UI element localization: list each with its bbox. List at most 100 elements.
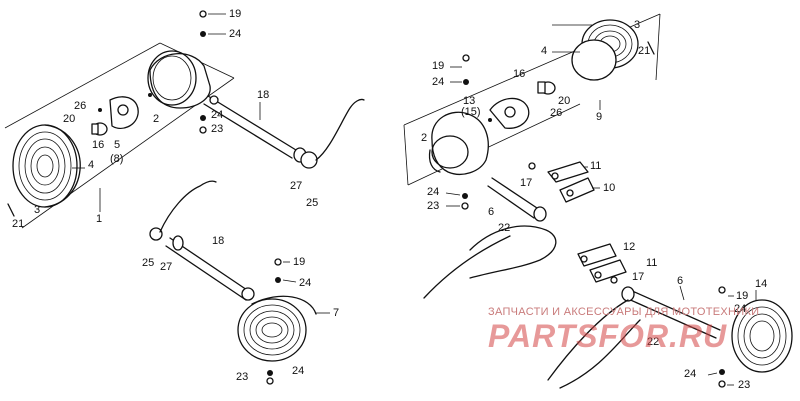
washer-24b (200, 115, 206, 121)
turn-signal-lens-rear-left (237, 295, 317, 362)
housing-2 (147, 50, 211, 109)
bolt-19d (718, 286, 726, 294)
grommet-17a (528, 162, 536, 170)
callout: 18 (212, 235, 225, 247)
callout: 23 (236, 371, 249, 383)
washer-24h (719, 369, 725, 375)
callout: 19 (736, 290, 749, 302)
callout: 21 (12, 218, 25, 230)
callout: 23 (738, 379, 751, 391)
callout: 24 (229, 28, 242, 40)
callout: 18 (257, 89, 270, 101)
gasket-4 (571, 39, 617, 81)
callout: 24 (427, 186, 440, 198)
callout: 25 (142, 257, 155, 269)
callout: 11 (590, 160, 602, 172)
callout: 3 (34, 204, 41, 216)
callout: 4 (88, 159, 95, 171)
callout: 9 (596, 111, 603, 123)
callout: 22 (647, 336, 660, 348)
bolt-19c (462, 54, 470, 62)
wire-f (559, 319, 641, 389)
watermark-logo: PARTSFOR.RU (488, 318, 728, 354)
turn-signal-lens-front-left (12, 124, 81, 208)
callout: 2 (153, 113, 160, 125)
callout: 24 (432, 76, 445, 88)
callout: 26 (74, 100, 87, 112)
callout: 16 (92, 139, 105, 151)
callout: 24 (211, 109, 224, 121)
watermark-tagline: ЗАПЧАСТИ И АКСЕССУАРЫ ДЛЯ МОТОТЕХНИКИ (488, 306, 760, 318)
nut-23c (461, 202, 469, 210)
callout: 23 (427, 200, 440, 212)
callout: 27 (160, 261, 173, 273)
bulb-16b (537, 81, 556, 95)
wire-d (423, 235, 511, 299)
callout: 25 (306, 197, 319, 209)
bolt-19b (274, 258, 282, 266)
wire-b (159, 180, 217, 233)
callout: 6 (677, 275, 684, 287)
stay-6a (487, 177, 547, 222)
callout: 6 (488, 206, 495, 218)
callout: 4 (541, 45, 548, 57)
callout: (15) (461, 106, 481, 118)
callout: (8) (110, 153, 124, 165)
washer-24e (463, 79, 469, 85)
callout: 12 (623, 241, 636, 253)
callout: 19 (432, 60, 445, 72)
callout: 27 (290, 180, 303, 192)
callout: 1 (96, 213, 103, 225)
callout: 7 (333, 307, 340, 319)
bulb-16 (91, 122, 108, 136)
callout: 24 (684, 368, 697, 380)
housing-2b (428, 111, 489, 175)
wire-a (315, 98, 365, 161)
screw-21b (647, 41, 655, 55)
callout: 24 (299, 277, 312, 289)
callout: 24 (734, 303, 747, 315)
bolt-19a (199, 10, 207, 18)
callout: 16 (513, 68, 526, 80)
bracket-10 (547, 161, 595, 203)
callout: 20 (558, 95, 571, 107)
callout: 17 (520, 177, 533, 189)
callout: 10 (603, 182, 616, 194)
turn-signal-lens-rear-right (731, 299, 793, 373)
socket-13 (488, 97, 530, 129)
nut-23b (266, 377, 274, 385)
stay-6b (621, 286, 721, 339)
assembly-frame-line (4, 42, 161, 129)
washer-24c (275, 277, 281, 283)
wire-e (547, 299, 629, 381)
grommet-17b (610, 276, 618, 284)
nut-23a (199, 126, 207, 134)
callout: 22 (498, 222, 511, 234)
callout: 19 (293, 256, 306, 268)
callout: 23 (211, 123, 224, 135)
callout: 14 (755, 278, 768, 290)
callout: 11 (646, 257, 658, 269)
callout: 17 (632, 271, 645, 283)
callout: 13 (463, 95, 476, 107)
bracket-12 (577, 243, 627, 283)
wire-c (469, 225, 557, 279)
callout: 24 (292, 365, 305, 377)
washer-24a (200, 31, 206, 37)
stay-18b (149, 227, 255, 301)
washer-24f (462, 193, 468, 199)
callout: 19 (229, 8, 242, 20)
screw-21 (7, 203, 15, 217)
assembly-frame-line (407, 103, 581, 186)
callout: 3 (634, 19, 641, 31)
callout: 20 (63, 113, 76, 125)
nut-23d (718, 380, 726, 388)
socket-5 (98, 93, 152, 129)
washer-24d (267, 370, 273, 376)
callout: 26 (550, 107, 563, 119)
callout: 21 (638, 45, 651, 57)
assembly-frame-line (655, 13, 661, 81)
assembly-frame-line (403, 124, 409, 186)
